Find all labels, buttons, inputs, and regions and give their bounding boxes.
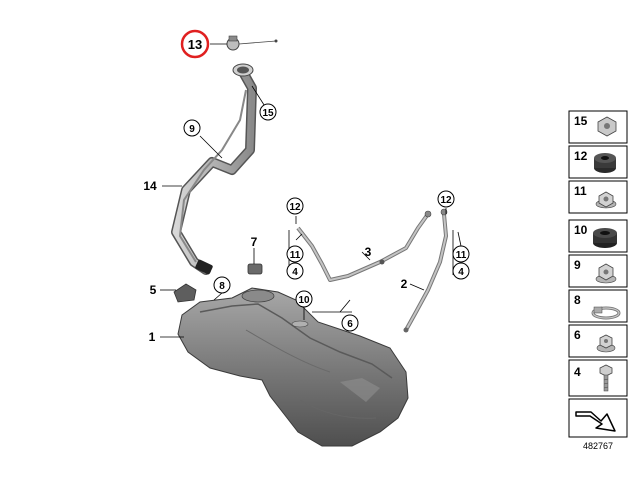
legend-item-10[interactable]: 10: [568, 219, 628, 253]
leader-lines: [160, 43, 462, 338]
direction-arrow-icon: [575, 411, 616, 432]
legend-item-6[interactable]: 6: [568, 324, 628, 358]
nut-icon: [595, 191, 617, 209]
callout-11-left-label: 11: [290, 250, 301, 261]
callout-7[interactable]: 7: [251, 235, 258, 249]
callout-15[interactable]: 15: [259, 103, 277, 121]
callout-11-left[interactable]: 11: [286, 245, 304, 263]
hose-clamp-icon: [591, 306, 621, 320]
callout-3-label: 3: [365, 245, 372, 259]
callout-1-label: 1: [149, 330, 156, 344]
grommet-icon: [594, 153, 616, 173]
nut-icon: [595, 263, 617, 284]
callout-12-right[interactable]: 12: [437, 190, 455, 208]
legend-number: 6: [574, 328, 581, 342]
callout-3[interactable]: 3: [365, 245, 372, 259]
tension-strap-3[interactable]: [296, 210, 432, 282]
callout-6[interactable]: 6: [341, 314, 359, 332]
callout-10[interactable]: 10: [295, 290, 313, 308]
tension-strap-2[interactable]: [403, 208, 448, 333]
callout-2[interactable]: 2: [401, 277, 408, 291]
callout-8[interactable]: 8: [213, 276, 231, 294]
legend-number: 11: [574, 184, 587, 198]
callout-5-label: 5: [150, 283, 157, 297]
callout-10-label: 10: [298, 295, 310, 306]
callout-15-label: 15: [262, 108, 274, 119]
callout-1[interactable]: 1: [149, 330, 156, 344]
callout-12-left-label: 12: [289, 202, 301, 213]
legend-number: 4: [574, 365, 581, 379]
legend-item-8[interactable]: 8: [568, 289, 628, 323]
legend-number: 12: [574, 149, 588, 163]
highlight-ring: [180, 29, 210, 59]
callout-8-label: 8: [219, 281, 225, 292]
callout-4-right-label: 4: [458, 267, 464, 278]
callout-9[interactable]: 9: [183, 119, 201, 137]
callout-9-label: 9: [189, 124, 195, 135]
callout-11-right-label: 11: [456, 250, 467, 261]
legend-number: 8: [574, 293, 581, 307]
diagram-reference-number: 482767: [583, 441, 613, 451]
grommet-icon: [593, 228, 617, 248]
callout-6-label: 6: [347, 319, 353, 330]
callout-14-label: 14: [143, 179, 157, 193]
callout-14[interactable]: 14: [143, 179, 157, 193]
nut-icon: [597, 116, 617, 137]
bolt-icon: [599, 364, 613, 392]
callout-brackets: [288, 230, 454, 313]
orientation-arrow-box: [568, 398, 628, 438]
callout-2-label: 2: [401, 277, 408, 291]
legend-item-12[interactable]: 12: [568, 145, 628, 179]
callout-7-label: 7: [251, 235, 258, 249]
callout-13[interactable]: 13: [180, 29, 210, 59]
parts-legend: 15 12 11: [568, 110, 628, 451]
mount-block-part[interactable]: [173, 283, 197, 303]
callout-5[interactable]: 5: [150, 283, 157, 297]
legend-number: 9: [574, 258, 581, 272]
callout-4-left-label: 4: [292, 267, 298, 278]
fuel-cap-part[interactable]: [226, 35, 278, 51]
callout-4-left[interactable]: 4: [286, 262, 304, 280]
callout-4-right[interactable]: 4: [452, 262, 470, 280]
callout-12-left[interactable]: 12: [286, 197, 304, 215]
legend-item-9[interactable]: 9: [568, 254, 628, 288]
legend-item-15[interactable]: 15: [568, 110, 628, 144]
callout-13-label: 13: [188, 37, 202, 52]
filler-pipe[interactable]: [171, 63, 257, 275]
callout-12-right-label: 12: [440, 195, 452, 206]
rubber-pad-part[interactable]: [247, 263, 263, 275]
legend-item-11[interactable]: 11: [568, 180, 628, 214]
nut-icon: [596, 334, 616, 353]
callout-11-right[interactable]: 11: [452, 245, 470, 263]
legend-number: 10: [574, 223, 588, 237]
legend-number: 15: [574, 114, 588, 128]
fuel-tank[interactable]: [177, 287, 409, 447]
legend-item-4[interactable]: 4: [568, 359, 628, 397]
